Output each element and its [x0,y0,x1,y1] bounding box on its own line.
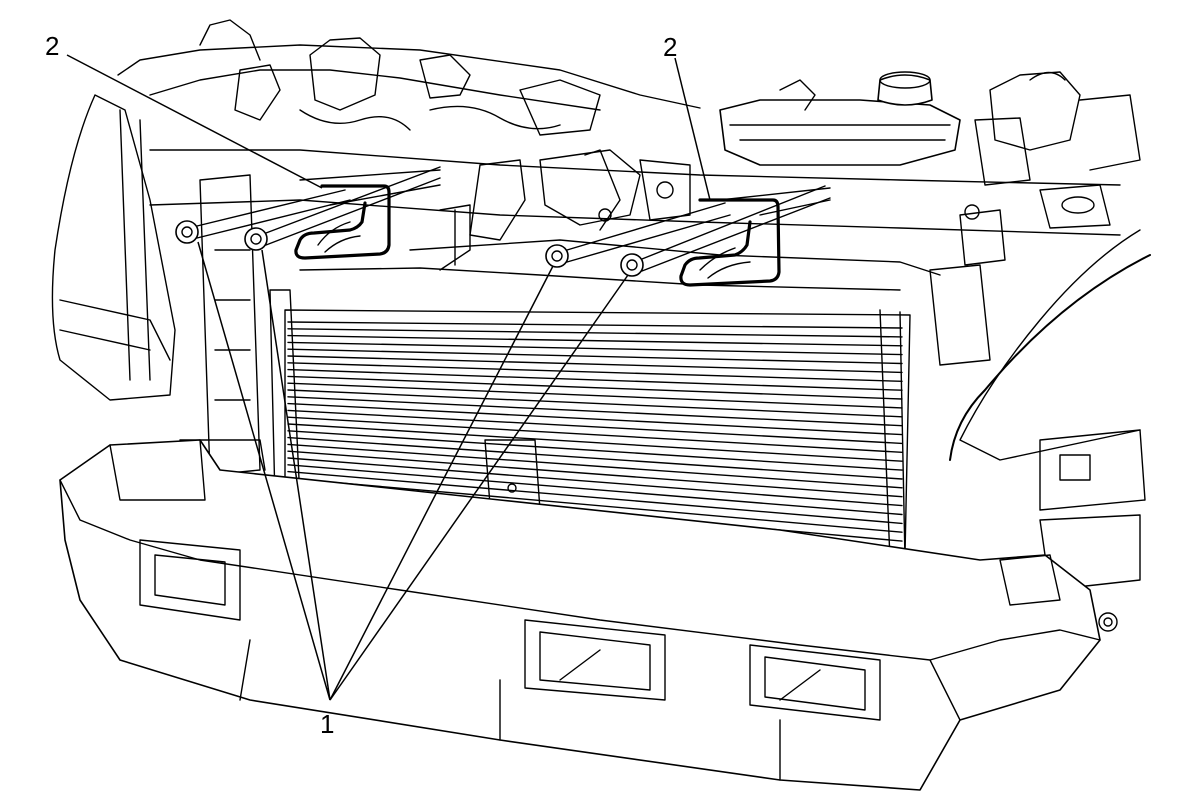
condenser-fin [287,321,903,329]
condenser-fin [287,328,903,338]
engine-bay-components [117,19,1141,366]
leader-lines [66,54,711,701]
condenser-fin [287,334,903,347]
bolt-3 [545,202,731,268]
condenser-fin [287,443,903,489]
bumper-absorber [59,439,1118,791]
condenser-fin [287,396,903,427]
condenser-fin [287,348,903,365]
condenser-fin [287,375,903,400]
condenser-fin [287,402,903,436]
callout-bracket-left: 2 [45,31,59,61]
condenser-fin [287,416,903,453]
bolt-2 [244,166,441,251]
left-side-structure [51,94,266,476]
right-side-structure [949,229,1151,591]
condenser-fin [287,409,903,445]
condenser-fin [287,470,903,525]
callout-bracket-right: 2 [663,32,677,62]
condenser-fin [287,341,903,356]
bracket-right [679,198,781,287]
bracket-left [294,184,391,260]
condenser-fin [287,355,903,374]
condenser-fin [287,382,903,409]
bolt-4 [620,185,831,277]
condenser-fin [287,362,903,382]
condenser-fin [287,477,903,533]
condenser-fin [287,457,903,507]
bolt-1 [175,189,351,244]
condenser-fin [287,389,903,418]
condenser-fin [287,450,903,498]
callout-bolts: 1 [320,709,334,739]
condenser-fin [287,430,903,471]
condenser-fin [287,464,903,516]
condenser-fin [287,368,903,391]
condenser-fin [287,436,903,480]
condenser-fin [287,423,903,462]
